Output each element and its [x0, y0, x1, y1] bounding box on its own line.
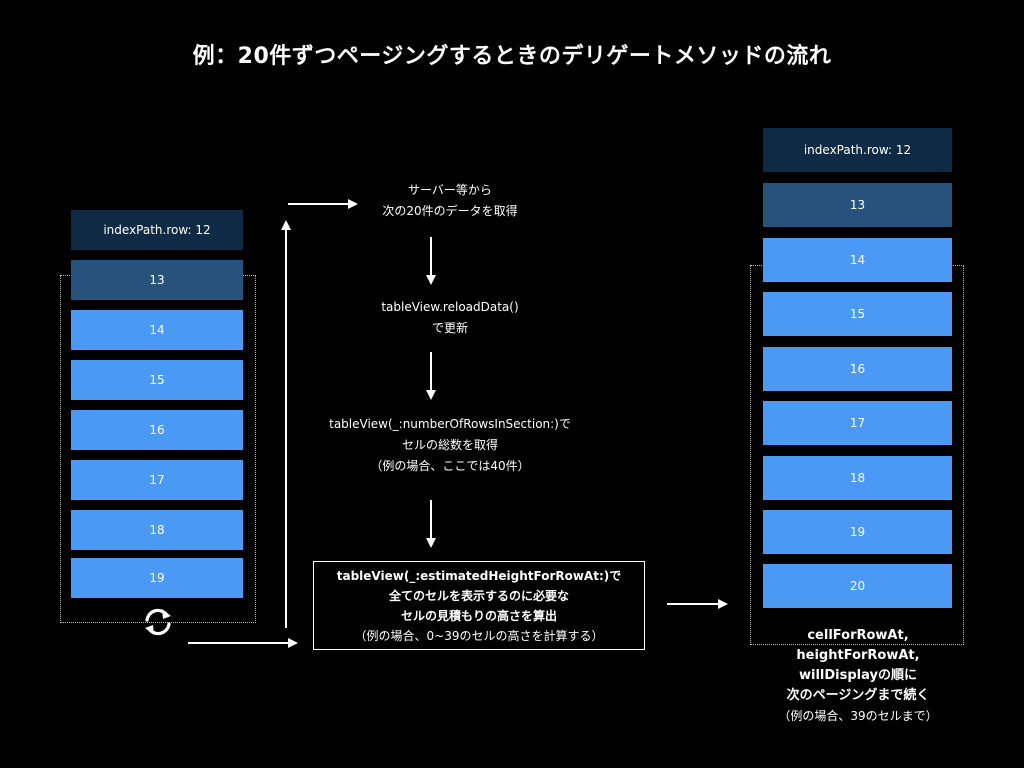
left-row-cell: 14	[71, 310, 243, 350]
left-row-cell: 17	[71, 460, 243, 500]
result-note-line: （例の場合、39のセルまで）	[778, 709, 938, 723]
result-note-line: cellForRowAt,	[807, 628, 909, 643]
step-estimate-line: セルの見積もりの高さを算出	[400, 609, 557, 623]
page-title: 例：20件ずつページングするときのデリゲートメソッドの流れ	[192, 44, 832, 69]
step-reload-line: で更新	[431, 321, 468, 335]
result-note: cellForRowAt, heightForRowAt, willDispla…	[700, 626, 1016, 726]
result-note-line: willDisplayの順に	[799, 668, 917, 683]
right-row-cell: 17	[763, 401, 952, 445]
step-count: tableView(_:numberOfRowsInSection:)で セルの…	[295, 414, 605, 477]
step-estimate: tableView(_:estimatedHeightForRowAt:)で 全…	[313, 561, 645, 650]
step-estimate-line: 全てのセルを表示するのに必要な	[388, 589, 569, 603]
step-count-line: tableView(_:numberOfRowsInSection:)で	[329, 417, 571, 431]
step-fetch-line: サーバー等から	[408, 183, 492, 197]
step-count-line: （例の場合、ここでは40件）	[370, 459, 530, 473]
left-row-cell: 16	[71, 410, 243, 450]
left-row-cell: 13	[71, 260, 243, 300]
step-fetch-line: 次の20件のデータを取得	[382, 204, 518, 218]
right-row-cell: 14	[763, 238, 952, 282]
step-reload: tableView.reloadData() で更新	[330, 297, 570, 339]
step-count-line: セルの総数を取得	[401, 438, 498, 452]
result-note-line: heightForRowAt,	[796, 648, 920, 663]
left-header-cell: indexPath.row: 12	[71, 210, 243, 250]
right-row-cell: 19	[763, 510, 952, 554]
right-row-cell: 20	[763, 564, 952, 608]
right-row-cell: 13	[763, 183, 952, 227]
right-row-cell: 15	[763, 292, 952, 336]
right-row-cell: 18	[763, 456, 952, 500]
result-note-line: 次のページングまで続く	[786, 688, 930, 703]
step-fetch: サーバー等から 次の20件のデータを取得	[340, 180, 560, 222]
right-row-cell: 16	[763, 347, 952, 391]
left-row-cell: 15	[71, 360, 243, 400]
left-row-cell: 18	[71, 510, 243, 550]
step-estimate-line: （例の場合、0~39のセルの高さを計算する）	[354, 629, 604, 643]
right-header-cell: indexPath.row: 12	[763, 128, 952, 172]
step-estimate-line: tableView(_:estimatedHeightForRowAt:)で	[336, 569, 622, 583]
step-reload-line: tableView.reloadData()	[381, 300, 519, 314]
left-row-cell: 19	[71, 558, 243, 598]
